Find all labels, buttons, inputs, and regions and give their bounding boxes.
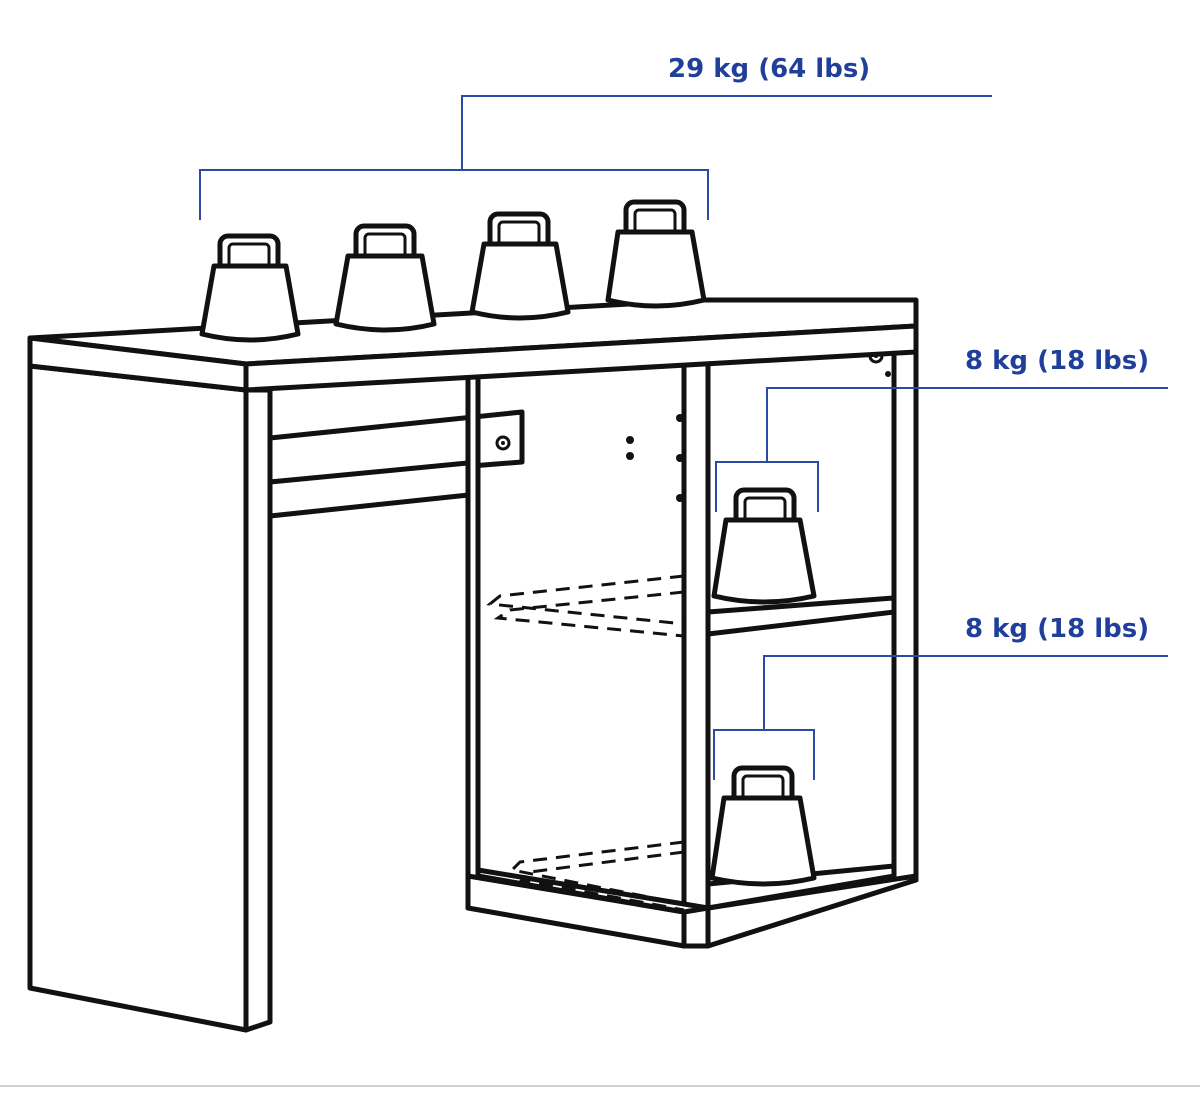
- lower-shelf-load-label: 8 kg (18 lbs): [965, 614, 1150, 644]
- storage-unit: [465, 327, 919, 949]
- upper-shelf-load-leader: [715, 387, 1168, 512]
- desktop-load-leader: [199, 95, 992, 220]
- desktop-weight-2: [333, 223, 437, 333]
- desktop-weight-3: [469, 211, 571, 321]
- desktop-top: [27, 297, 919, 393]
- back-rail: [267, 409, 525, 519]
- upper-shelf-weight: [711, 487, 817, 605]
- upper-shelf-load-label: 8 kg (18 lbs): [965, 346, 1150, 376]
- left-leg-panel: [27, 363, 273, 1033]
- desktop-weight-1: [199, 233, 301, 343]
- desktop-weight-4: [605, 199, 707, 309]
- desktop-load-label: 29 kg (64 lbs): [668, 54, 871, 84]
- lower-shelf-load-leader: [713, 655, 1168, 780]
- lower-shelf-weight: [709, 765, 817, 887]
